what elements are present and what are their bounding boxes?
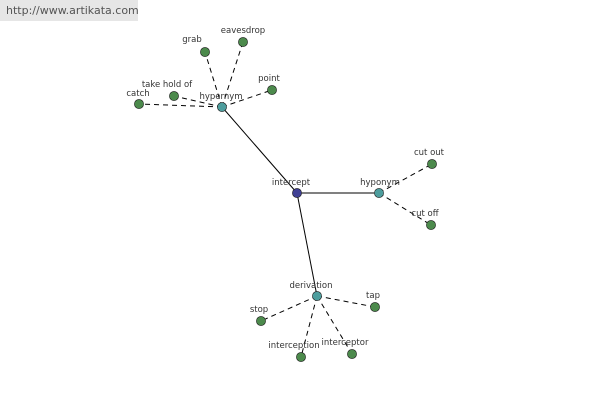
- center-node-intercept[interactable]: [292, 188, 302, 198]
- nodes: [134, 37, 437, 362]
- leaf-label-stop[interactable]: stop: [250, 305, 268, 315]
- leaf-label-catch[interactable]: catch: [126, 89, 149, 99]
- leaf-label-interception[interactable]: interception: [268, 341, 319, 351]
- leaf-node-point[interactable]: [267, 85, 277, 95]
- edge-intercept-derivation: [296, 192, 318, 297]
- leaf-node-interception[interactable]: [296, 352, 306, 362]
- leaf-label-cut-off[interactable]: cut off: [411, 209, 439, 219]
- leaf-label-take-hold-of[interactable]: take hold of: [142, 80, 193, 90]
- leaf-label-grab[interactable]: grab: [182, 35, 202, 45]
- edge-hyponym-cut-out: [378, 163, 433, 194]
- edge-intercept-hypernym: [221, 106, 298, 194]
- relation-node-hypernym[interactable]: [217, 102, 227, 112]
- center-label-intercept[interactable]: intercept: [272, 178, 311, 188]
- leaf-label-interceptor[interactable]: interceptor: [322, 338, 369, 348]
- leaf-node-grab[interactable]: [200, 47, 210, 57]
- leaf-node-catch[interactable]: [134, 99, 144, 109]
- edge-hyponym-cut-off: [378, 192, 432, 226]
- edge-hypernym-catch: [138, 103, 223, 108]
- leaf-label-tap[interactable]: tap: [366, 291, 380, 301]
- relation-label-hypernym[interactable]: hypernym: [199, 92, 242, 102]
- edge-hypernym-eavesdrop: [221, 41, 244, 108]
- leaf-label-cut-out[interactable]: cut out: [414, 148, 445, 158]
- edge-derivation-tap: [316, 295, 376, 308]
- leaf-label-eavesdrop[interactable]: eavesdrop: [221, 26, 265, 36]
- relation-node-derivation[interactable]: [312, 291, 322, 301]
- leaf-node-stop[interactable]: [256, 316, 266, 326]
- watermark-url[interactable]: http://www.artikata.com: [0, 0, 139, 21]
- edge-derivation-interception: [300, 295, 318, 358]
- relation-node-hyponym[interactable]: [374, 188, 384, 198]
- edges: [138, 41, 433, 358]
- edge-hypernym-grab: [204, 51, 223, 108]
- leaf-node-eavesdrop[interactable]: [238, 37, 248, 47]
- labels: intercept hypernym grab eavesdrop point take …: [126, 26, 444, 351]
- leaf-label-point[interactable]: point: [258, 74, 280, 84]
- relation-label-hyponym[interactable]: hyponym: [360, 178, 400, 188]
- leaf-node-cut-out[interactable]: [427, 159, 437, 169]
- edge-derivation-interceptor: [316, 295, 353, 355]
- leaf-node-cut-off[interactable]: [426, 220, 436, 230]
- leaf-node-take-hold-of[interactable]: [169, 91, 179, 101]
- edge-derivation-stop: [260, 295, 318, 322]
- leaf-node-tap[interactable]: [370, 302, 380, 312]
- relation-label-derivation[interactable]: derivation: [289, 281, 332, 291]
- leaf-node-interceptor[interactable]: [347, 349, 357, 359]
